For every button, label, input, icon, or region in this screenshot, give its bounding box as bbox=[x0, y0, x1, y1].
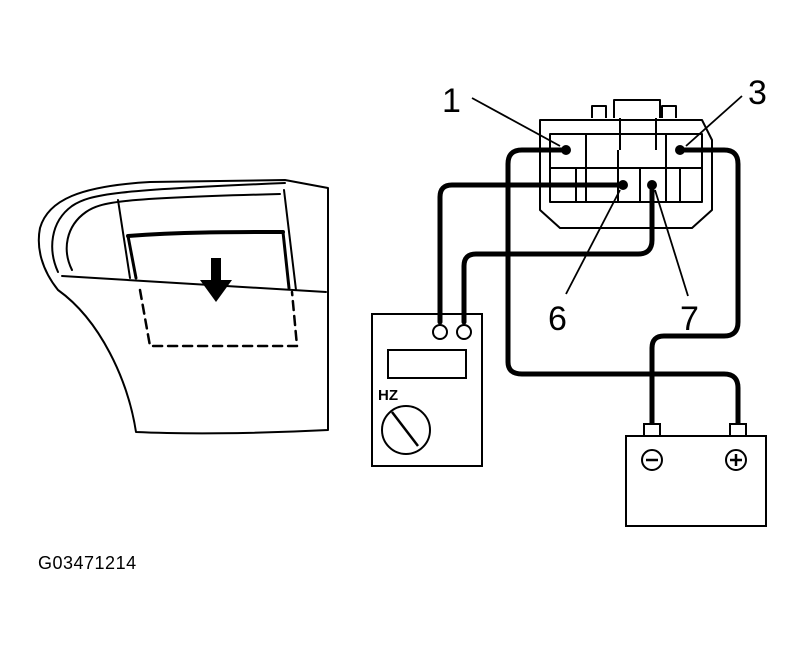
callout-pin-1: 1 bbox=[442, 82, 461, 120]
wire-pin6-meter bbox=[437, 182, 626, 325]
meter-dial-pointer bbox=[391, 411, 419, 447]
meter-dial bbox=[381, 405, 431, 455]
meter-terminal-left bbox=[432, 324, 448, 340]
battery-post-positive bbox=[729, 423, 747, 437]
meter-display bbox=[387, 349, 467, 379]
frequency-meter-icon bbox=[371, 313, 483, 467]
wire-pin1-battery-positive bbox=[505, 147, 741, 427]
wire-pin7-meter bbox=[461, 182, 655, 325]
meter-label: HZ bbox=[378, 387, 398, 404]
wiring bbox=[437, 147, 741, 427]
callout-pin-7: 7 bbox=[680, 300, 699, 338]
battery-post-negative bbox=[643, 423, 661, 437]
figure-id: G03471214 bbox=[38, 553, 137, 573]
leader-pin-3 bbox=[685, 95, 743, 147]
leader-pin-6 bbox=[565, 189, 621, 295]
battery-icon bbox=[625, 423, 767, 527]
positive-terminal-icon bbox=[725, 449, 747, 471]
callout-pin-3: 3 bbox=[748, 74, 767, 112]
rear-door-icon bbox=[37, 179, 329, 435]
negative-terminal-icon bbox=[641, 449, 663, 471]
leader-pin-7 bbox=[654, 189, 689, 297]
leader-pin-1 bbox=[471, 97, 561, 147]
callout-pin-6: 6 bbox=[548, 300, 567, 338]
meter-terminal-right bbox=[456, 324, 472, 340]
connector-icon bbox=[539, 99, 713, 229]
wire-pin3-battery-negative bbox=[649, 147, 741, 427]
callout-leaders bbox=[471, 95, 743, 297]
down-arrow-icon bbox=[200, 258, 232, 302]
